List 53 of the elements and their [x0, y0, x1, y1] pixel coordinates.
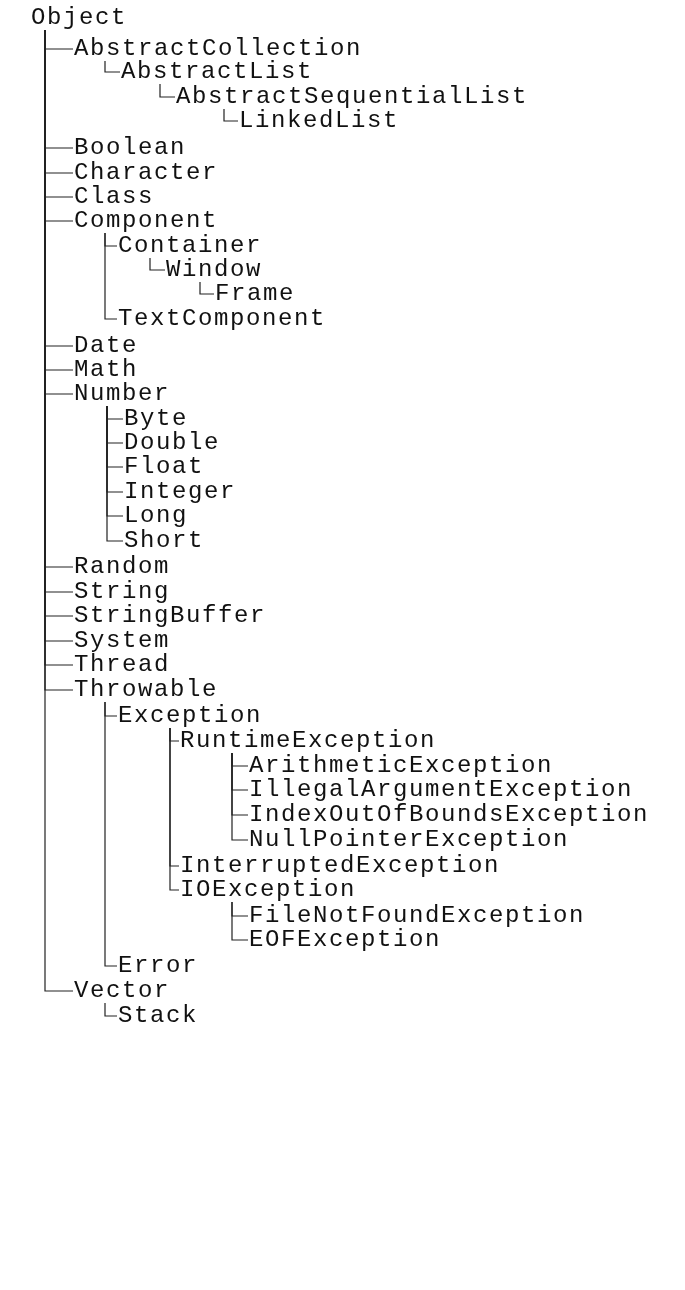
tree-connector	[149, 257, 166, 271]
class-name: Exception	[117, 704, 264, 728]
class-name: AbstractSequentialList	[175, 85, 530, 109]
class-name: NullPointerException	[248, 828, 571, 852]
class-name: Container	[117, 234, 264, 258]
class-name: Thread	[73, 653, 171, 677]
tree-connector	[231, 901, 249, 941]
tree-connector	[106, 405, 124, 542]
class-name: StringBuffer	[73, 604, 268, 628]
class-name: IOException	[179, 878, 358, 902]
class-name: Math	[73, 358, 139, 382]
tree-connector	[159, 83, 176, 98]
class-name: RuntimeException	[179, 729, 438, 753]
class-name: Byte	[123, 407, 189, 431]
class-name: LinkedList	[238, 109, 401, 133]
class-name: AbstractCollection	[73, 37, 364, 61]
class-name: ArithmeticException	[248, 754, 555, 778]
class-name: EOFException	[248, 928, 443, 952]
class-name: Window	[165, 258, 263, 282]
class-name: IllegalArgumentException	[248, 778, 635, 802]
class-name: FileNotFoundException	[248, 904, 587, 928]
class-name: IndexOutOfBoundsException	[248, 803, 651, 827]
tree-connector	[231, 752, 249, 841]
tree-connector	[44, 29, 74, 992]
class-name: Date	[73, 334, 139, 358]
class-name: Float	[123, 455, 205, 479]
class-name: Integer	[123, 480, 238, 504]
class-name: Character	[73, 161, 220, 185]
class-name: String	[73, 580, 171, 604]
tree-connector	[104, 232, 118, 320]
class-name: Stack	[117, 1004, 199, 1028]
class-name: Boolean	[73, 136, 188, 160]
tree-connector	[104, 1002, 118, 1017]
class-name: Double	[123, 431, 221, 455]
class-name: Throwable	[73, 678, 220, 702]
class-name: Component	[73, 209, 220, 233]
class-name: AbstractList	[120, 60, 315, 84]
class-name: Number	[73, 382, 171, 406]
tree-connector	[223, 108, 239, 122]
tree-connector	[104, 701, 118, 967]
class-name: Short	[123, 529, 205, 553]
class-name: Vector	[73, 979, 171, 1003]
tree-connector	[104, 60, 121, 73]
class-name: Random	[73, 555, 171, 579]
tree-connector	[199, 281, 215, 295]
class-name: Frame	[214, 282, 296, 306]
class-name: System	[73, 629, 171, 653]
class-name: TextComponent	[117, 307, 328, 331]
class-name: Long	[123, 504, 189, 528]
class-name: InterruptedException	[179, 854, 502, 878]
class-name: Object	[30, 6, 128, 30]
class-name: Class	[73, 185, 155, 209]
class-name: Error	[117, 954, 199, 978]
